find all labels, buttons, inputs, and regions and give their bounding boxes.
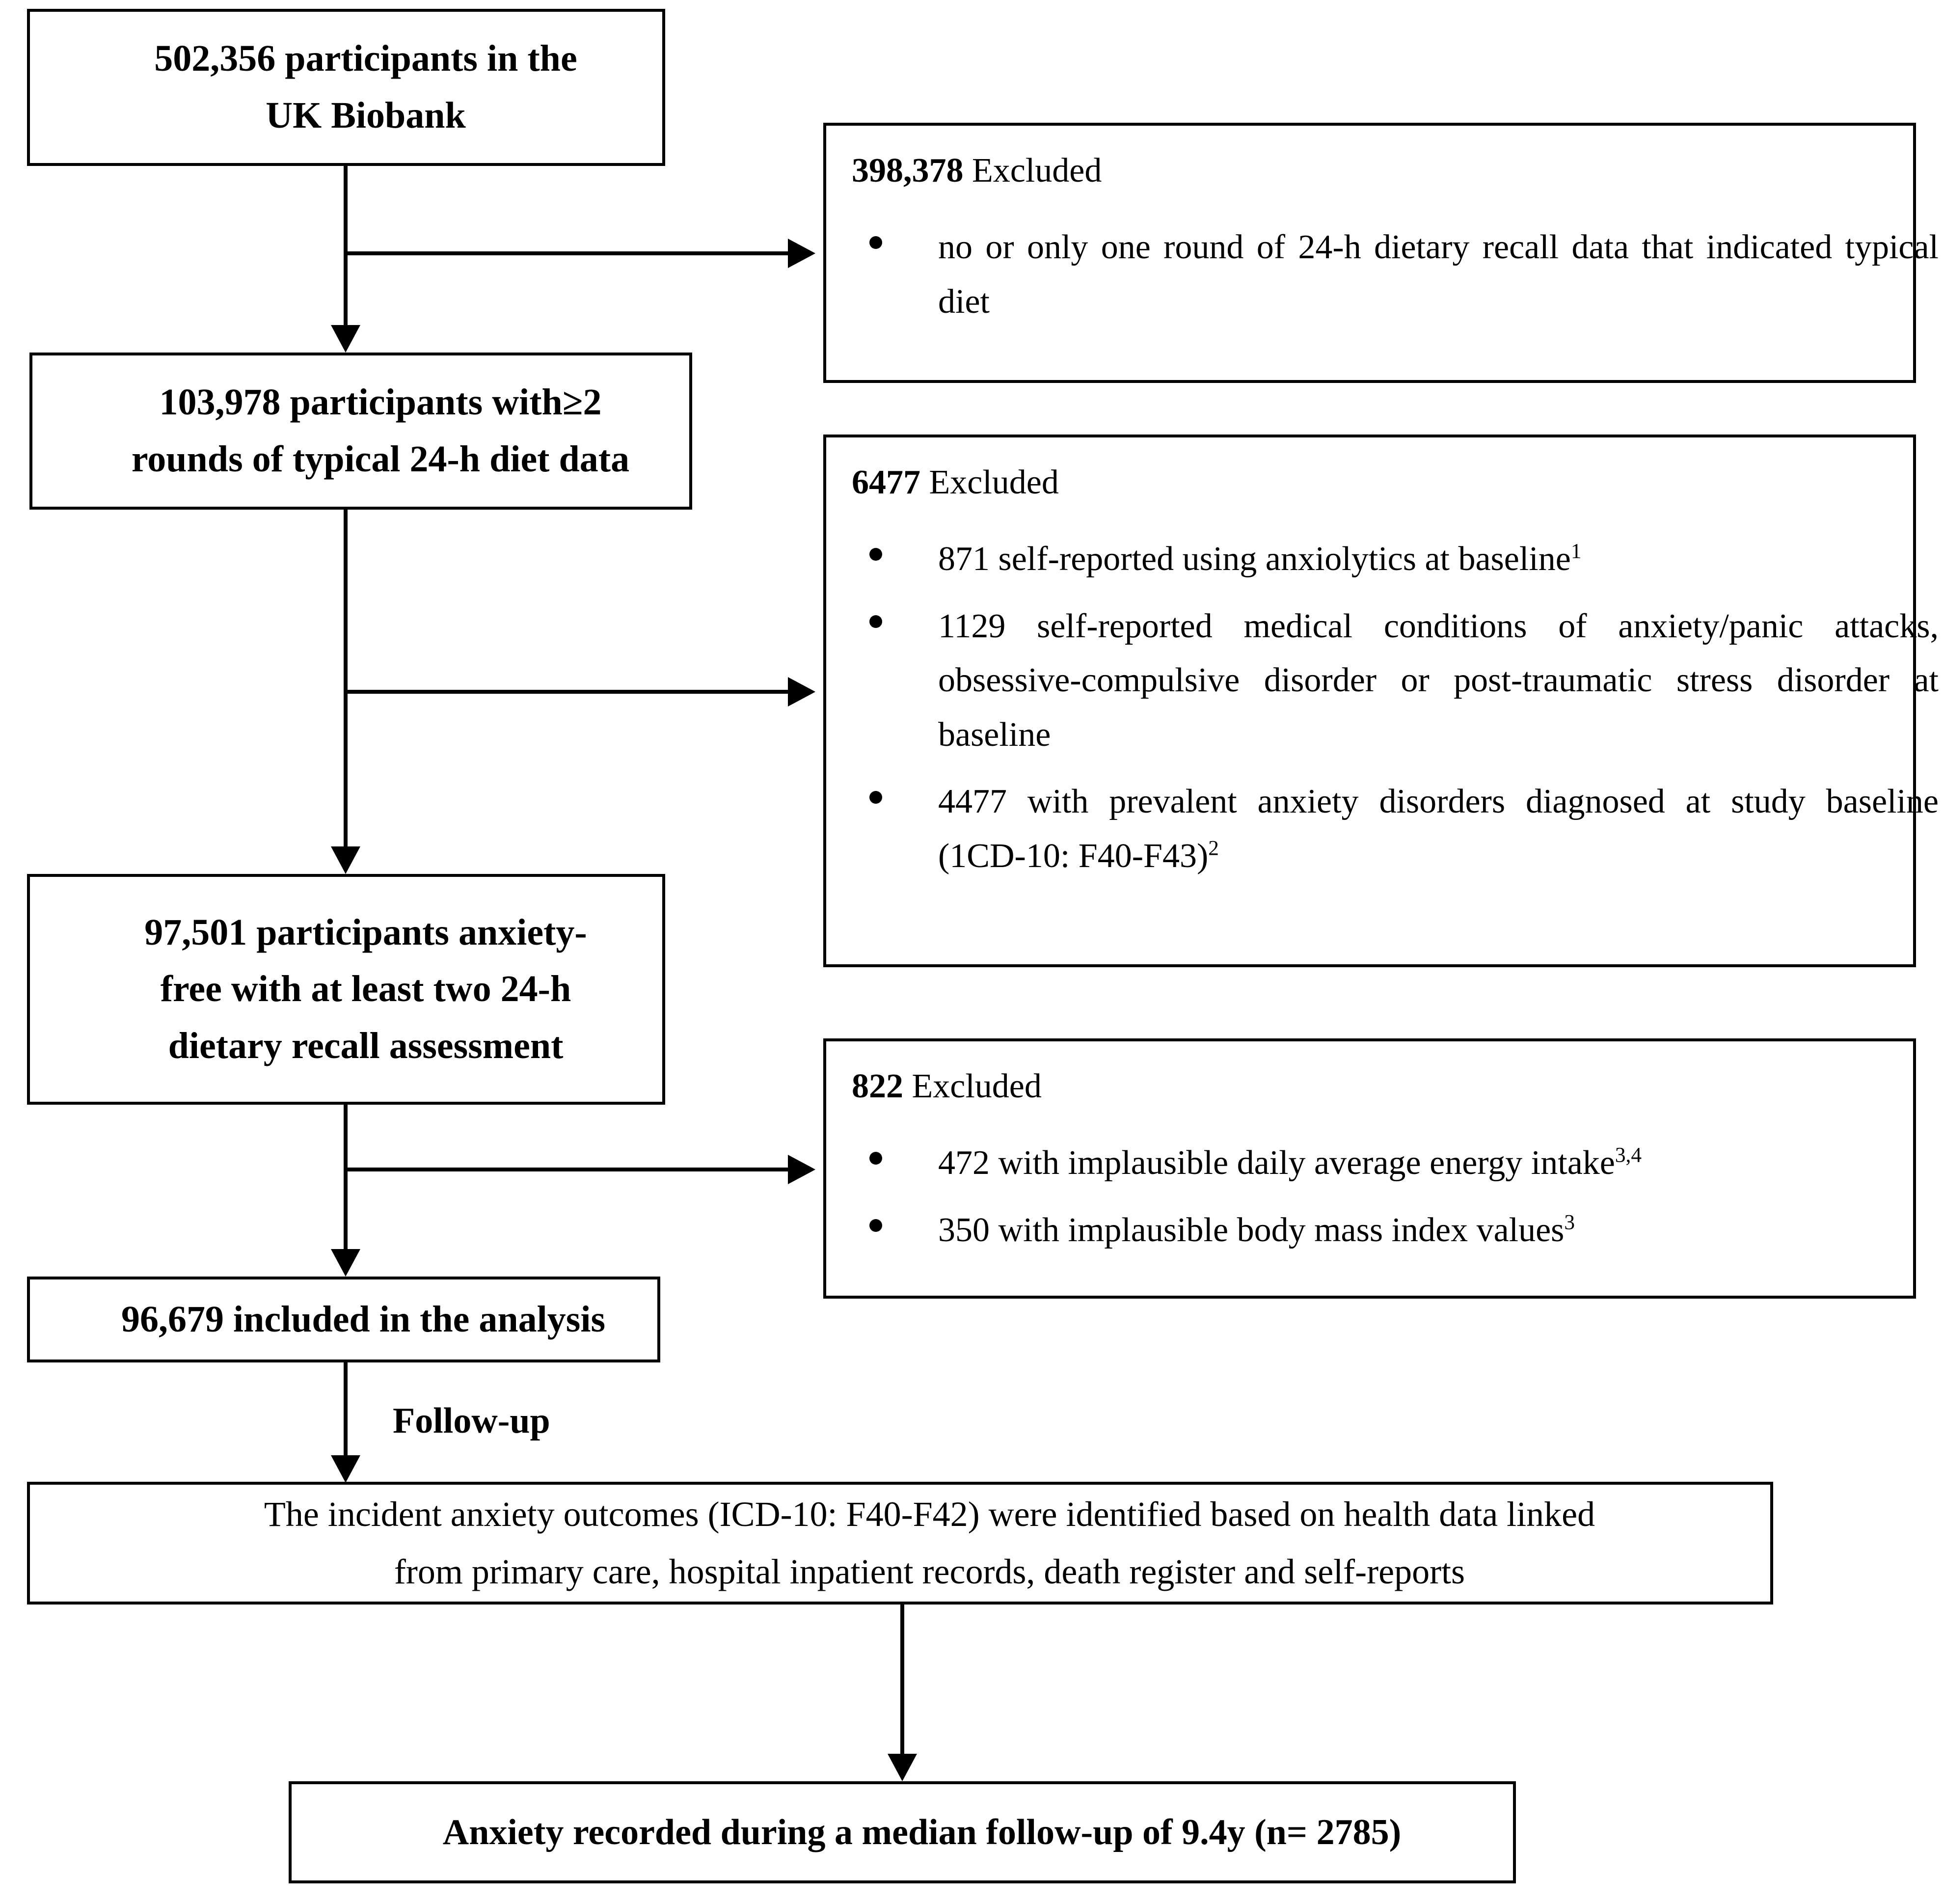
connector-analysis-to-outcome [344,1362,348,1455]
follow-up-label: Follow-up [393,1401,550,1441]
diet-cohort-line2: rounds of typical 24-h diet data [131,438,630,480]
connector-branch-exclusion-3 [344,1168,788,1171]
exclusion-3-list: 472 with implausible daily average energ… [852,1136,1939,1257]
exclusion-2-bullet-2-text: 1129 self-reported medical conditions of… [938,607,1939,754]
arrow-anxiety-free-to-analysis [331,1249,360,1277]
exclusion-3-count: 822 [852,1067,903,1105]
exclusion-2-label: Excluded [920,463,1059,501]
arrow-branch-exclusion-2 [788,677,815,707]
arrow-branch-exclusion-3 [788,1155,815,1184]
exclusion-1-heading: 398,378 Excluded [852,148,1939,193]
connector-branch-exclusion-2 [344,690,788,694]
arrow-diet-to-anxiety-free [331,846,360,874]
anxiety-free-line3: dietary recall assessment [168,1025,564,1066]
node-diet-cohort: 103,978 participants with≥2 rounds of ty… [29,353,692,510]
anxiety-free-line1: 97,501 participants anxiety- [144,911,587,953]
connector-diet-to-anxiety-free [344,510,348,846]
exclusion-2-heading: 6477 Excluded [852,460,1939,505]
exclusion-1-count: 398,378 [852,152,964,190]
arrow-source-to-diet [331,325,360,353]
source-cohort-line2: UK Biobank [266,95,466,136]
list-item: 4477 with prevalent anxiety disorders di… [852,775,1939,883]
outcome-definition-line1: The incident anxiety outcomes (ICD-10: F… [264,1495,1595,1534]
exclusion-3-bullet-2-text: 350 with implausible body mass index val… [938,1211,1565,1249]
node-analysis-cohort: 96,679 included in the analysis [27,1277,660,1362]
final-outcome-line1: Anxiety recorded during a median follow-… [442,1812,1402,1852]
outcome-definition-line2: from primary care, hospital inpatient re… [394,1552,1465,1591]
bullet-icon [869,615,882,628]
arrow-outcome-to-final [888,1754,917,1781]
exclusion-3-bullet-1-sup: 3,4 [1615,1143,1642,1167]
connector-anxiety-free-to-analysis [344,1105,348,1249]
node-exclusion-3: 822 Excluded 472 with implausible daily … [823,1038,1916,1299]
exclusion-3-bullet-2-sup: 3 [1564,1210,1575,1234]
bullet-icon [869,1152,882,1165]
analysis-cohort-line1: 96,679 included in the analysis [121,1298,606,1340]
exclusion-1-list: no or only one round of 24-h dietary rec… [852,220,1939,329]
bullet-icon [869,790,882,804]
list-item: 871 self-reported using anxiolytics at b… [852,532,1939,587]
diet-cohort-line1: 103,978 participants with≥2 [159,381,602,423]
exclusion-2-bullet-3-text: 4477 with prevalent anxiety disorders di… [938,783,1939,875]
exclusion-2-count: 6477 [852,463,920,501]
exclusion-3-bullet-1-text: 472 with implausible daily average energ… [938,1144,1615,1182]
arrow-analysis-to-outcome [331,1455,360,1483]
bullet-icon [869,236,882,249]
node-final-outcome: Anxiety recorded during a median follow-… [289,1781,1516,1883]
anxiety-free-line2: free with at least two 24-h [160,968,571,1010]
connector-source-to-diet [344,166,348,325]
node-source-cohort: 502,356 participants in the UK Biobank [27,9,665,166]
node-exclusion-1: 398,378 Excluded no or only one round of… [823,123,1939,383]
connector-branch-exclusion-1 [344,251,788,255]
list-item: no or only one round of 24-h dietary rec… [852,220,1939,329]
list-item: 1129 self-reported medical conditions of… [852,599,1939,762]
list-item: 472 with implausible daily average energ… [852,1136,1939,1191]
node-exclusion-2: 6477 Excluded 871 self-reported using an… [823,435,1939,967]
bullet-icon [869,1219,882,1232]
exclusion-2-bullet-3-sup: 2 [1208,836,1219,860]
exclusion-2-bullet-1-sup: 1 [1570,539,1582,563]
source-cohort-line1: 502,356 participants in the [154,38,577,80]
exclusion-3-heading: 822 Excluded [852,1064,1939,1109]
exclusion-3-label: Excluded [903,1067,1042,1105]
bullet-icon [869,548,882,561]
node-outcome-definition: The incident anxiety outcomes (ICD-10: F… [27,1482,1773,1605]
list-item: 350 with implausible body mass index val… [852,1203,1939,1258]
exclusion-2-bullet-1-text: 871 self-reported using anxiolytics at b… [938,540,1571,578]
connector-outcome-to-final [900,1605,904,1754]
exclusion-1-bullet-1-text: no or only one round of 24-h dietary rec… [938,228,1939,321]
arrow-branch-exclusion-1 [788,239,815,268]
node-anxiety-free-cohort: 97,501 participants anxiety- free with a… [27,874,665,1105]
exclusion-2-list: 871 self-reported using anxiolytics at b… [852,532,1939,884]
exclusion-1-label: Excluded [963,152,1102,190]
